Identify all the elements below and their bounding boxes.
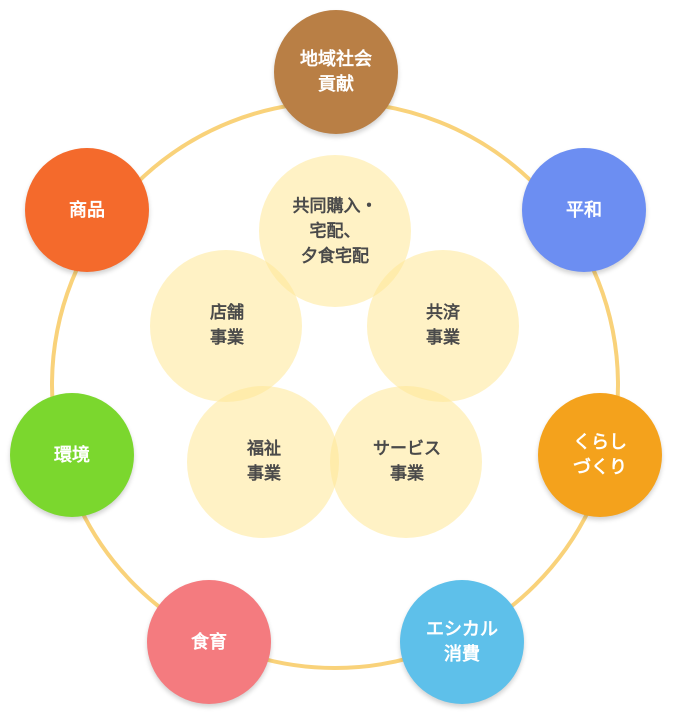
inner-label-welfare: 福祉 事業 [247,439,281,484]
inner-circle-welfare [187,386,339,538]
outer-node-lifestyle: くらし づくり [538,393,662,517]
inner-label-mutual-aid: 共済 事業 [426,303,460,348]
outer-node-label: くらし づくり [573,432,627,478]
outer-node-peace: 平和 [522,148,646,272]
outer-node-products: 商品 [25,148,149,272]
outer-node-community-contribution: 地域社会 貢献 [274,10,398,134]
inner-label-group-delivery: 共同購入・ 宅配、 夕食宅配 [292,196,378,267]
inner-label-store: 店舗 事業 [210,303,244,348]
outer-node-label: 食育 [191,631,227,653]
inner-label-service: サービス 事業 [373,439,441,484]
outer-node-label: 平和 [566,199,602,221]
outer-node-label: 環境 [54,444,90,466]
inner-circle-mutual-aid [367,250,519,402]
inner-circle-service [330,386,482,538]
outer-node-label: 地域社会 貢献 [300,49,372,95]
outer-node-label: 商品 [69,199,105,221]
outer-node-food-education: 食育 [147,580,271,704]
outer-node-label: エシカル 消費 [426,619,498,665]
outer-node-ethical-consumption: エシカル 消費 [400,580,524,704]
inner-circle-store [150,250,302,402]
outer-node-environment: 環境 [10,393,134,517]
